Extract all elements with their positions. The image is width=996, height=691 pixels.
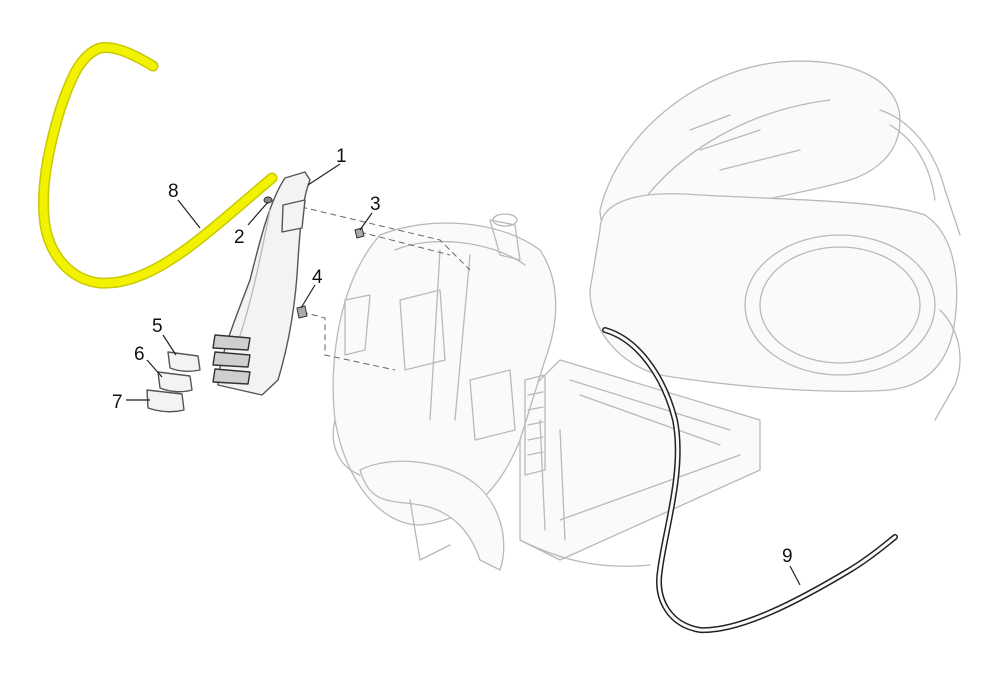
scooter-body-outline — [332, 60, 961, 571]
callout-9: 9 — [782, 546, 793, 567]
leader-6 — [146, 359, 163, 378]
callout-1: 1 — [336, 146, 347, 167]
assembly-guide-lines — [271, 199, 471, 371]
part-3-clip — [354, 227, 365, 239]
callout-5: 5 — [152, 316, 163, 337]
callout-4: 4 — [312, 267, 323, 288]
part-9-edge-trim — [602, 327, 898, 634]
leader-3 — [359, 212, 373, 231]
callout-3: 3 — [370, 194, 381, 215]
callout-6: 6 — [134, 344, 145, 365]
callout-8: 8 — [168, 181, 179, 202]
leader-lines — [126, 163, 801, 586]
callout-2: 2 — [234, 227, 245, 248]
leader-1 — [307, 163, 341, 186]
part-5-insert — [167, 351, 201, 373]
leader-9 — [789, 565, 801, 586]
callout-7: 7 — [112, 392, 123, 413]
leader-5 — [162, 334, 177, 356]
part-4-clip — [296, 305, 308, 319]
part-1-shield-trim — [212, 171, 311, 396]
leader-4 — [300, 284, 316, 309]
part-2-screw — [263, 196, 273, 204]
part-8-edge-trim-highlighted — [38, 41, 278, 289]
callout-labels: 1 2 3 4 5 6 7 8 9 — [112, 146, 793, 567]
part-7-insert — [146, 389, 185, 413]
leader-2 — [247, 201, 269, 226]
leader-8 — [177, 199, 201, 229]
part-6-insert — [157, 371, 193, 393]
